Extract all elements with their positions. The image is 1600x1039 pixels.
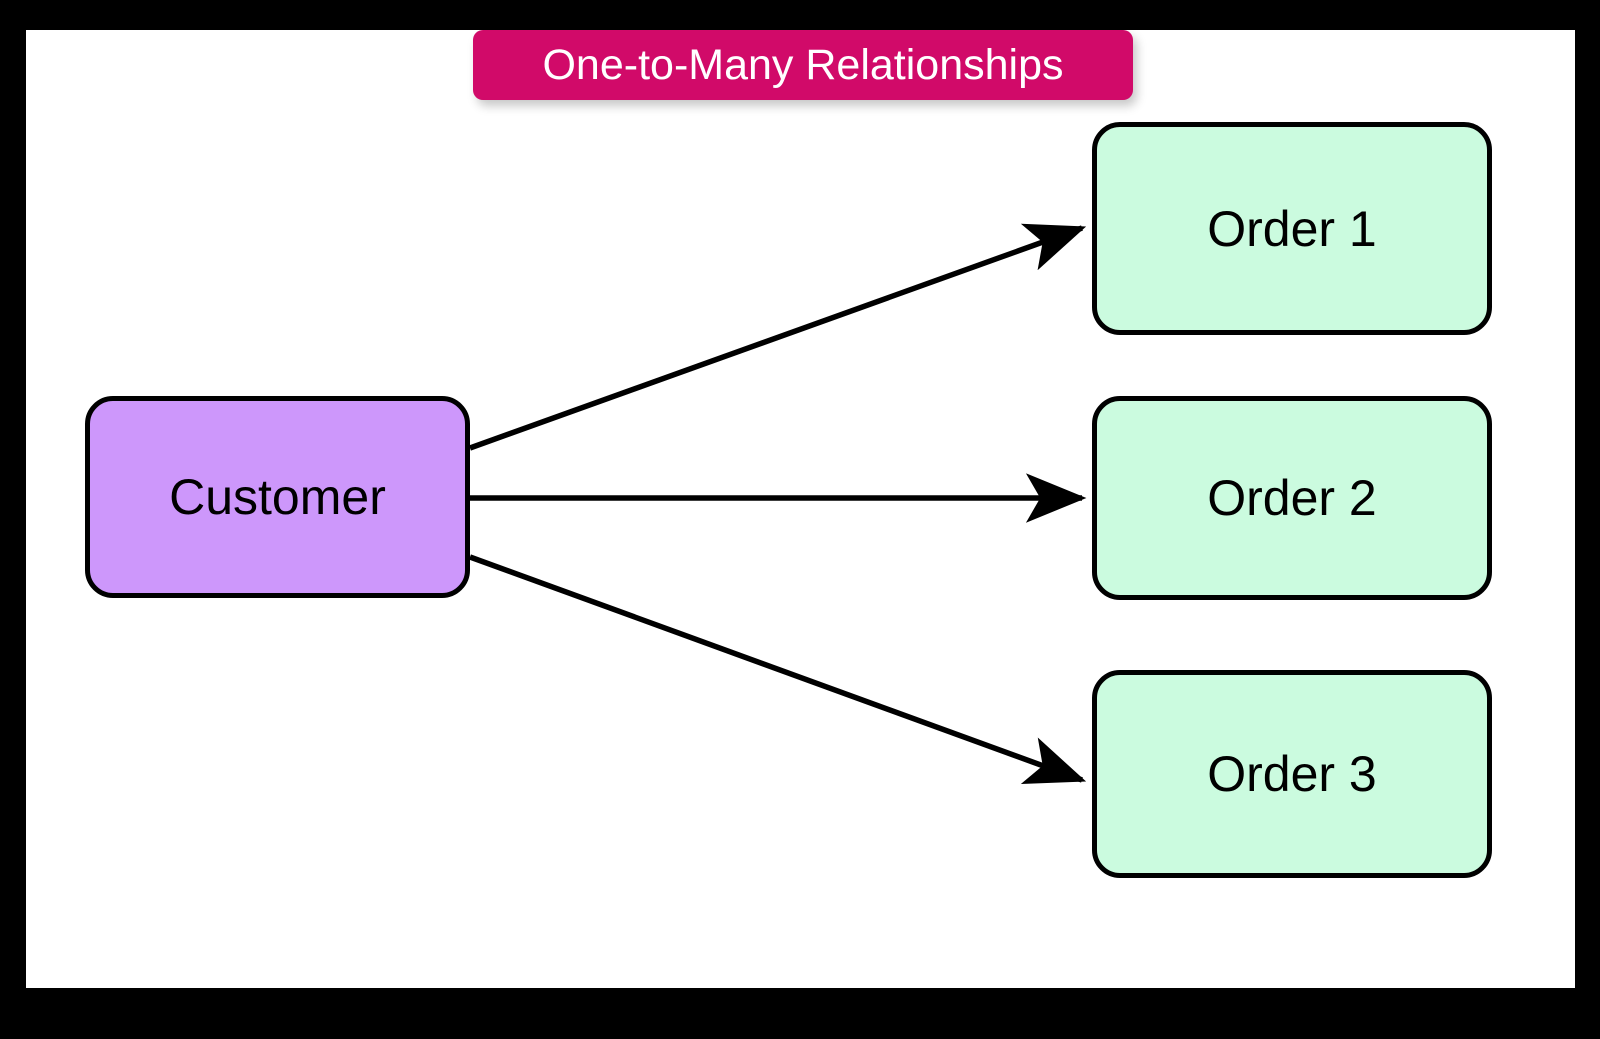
node-order-1[interactable]: Order 1: [1092, 122, 1492, 335]
diagram-frame: One-to-Many Relationships Customer Order…: [26, 30, 1575, 988]
node-customer-label: Customer: [169, 469, 386, 525]
node-customer[interactable]: Customer: [85, 396, 470, 598]
node-order-1-label: Order 1: [1207, 200, 1377, 257]
node-order-3-label: Order 3: [1207, 746, 1377, 802]
node-order-2-label: Order 2: [1207, 470, 1377, 526]
edge-customer-order-1: [469, 223, 1087, 451]
edge-customer-order-3: [469, 554, 1087, 785]
diagram-title: One-to-Many Relationships: [542, 40, 1064, 89]
node-order-2[interactable]: Order 2: [1092, 396, 1492, 600]
diagram-title-banner: One-to-Many Relationships: [473, 30, 1133, 100]
node-order-3[interactable]: Order 3: [1092, 670, 1492, 878]
